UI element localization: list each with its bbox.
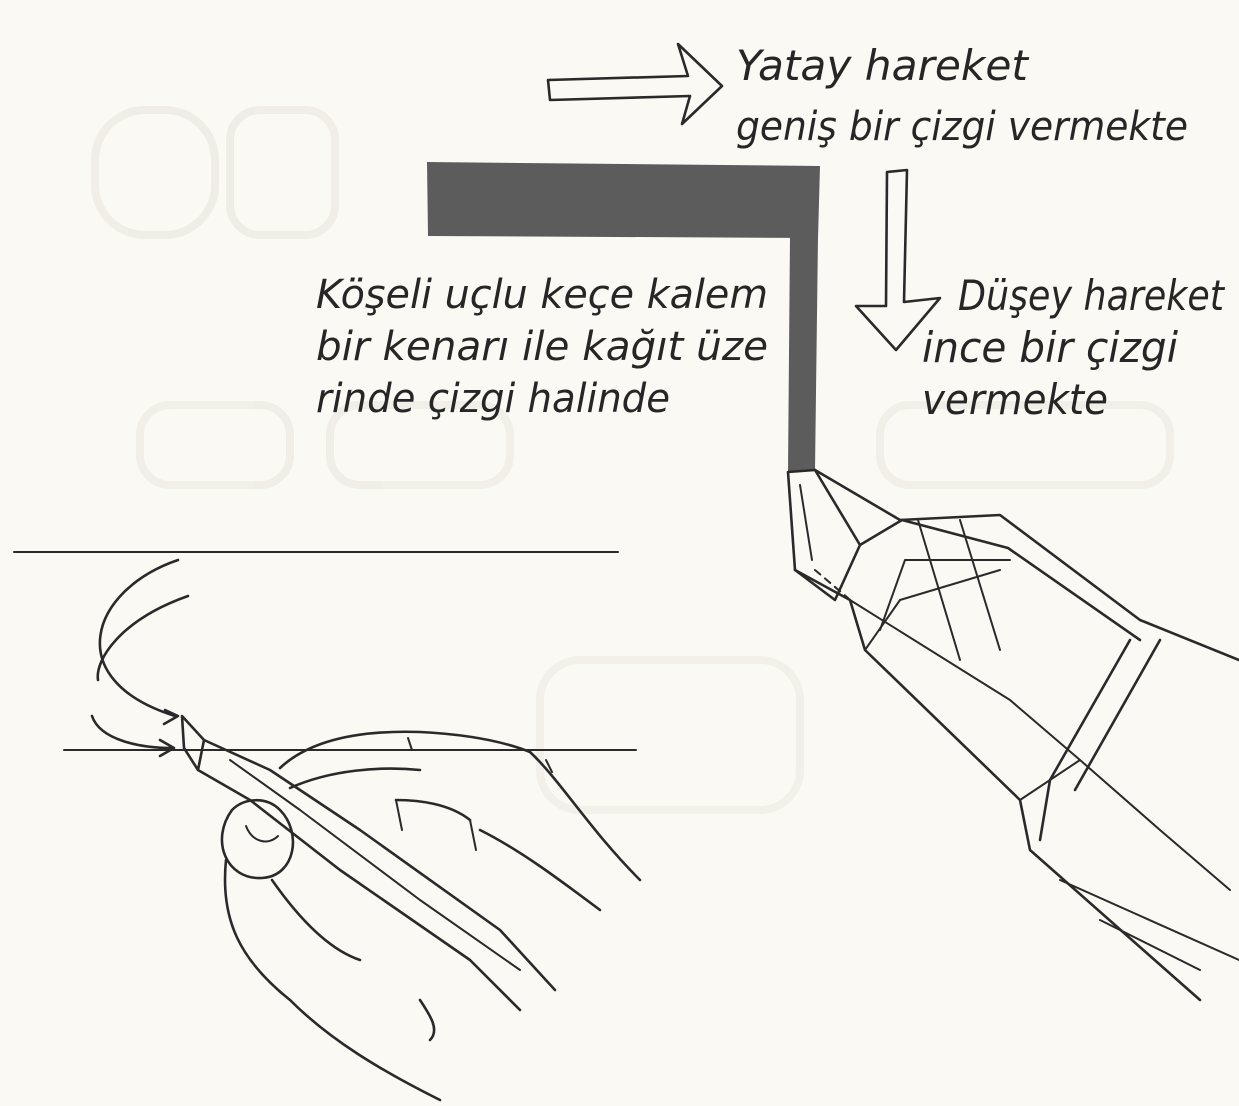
vertical-thin-stroke (788, 236, 818, 472)
vertical-label-line3: vermekte (922, 375, 1108, 424)
pen-label-line3: rinde çizgi halinde (316, 376, 670, 422)
right-arrow-icon (548, 44, 722, 124)
pen-description-label: Köşeli uçlu keçe kalem bir kenarı ile ka… (316, 272, 768, 422)
pen-label-line2: bir kenarı ile kağıt üze (316, 324, 768, 370)
hand-icon (182, 716, 640, 1100)
horizontal-movement-label: Yatay hareket geniş bir çizgi vermekte (736, 41, 1188, 150)
horizontal-label-line1: Yatay hareket (736, 41, 1030, 90)
marker-pen-icon (788, 470, 1239, 1000)
vertical-movement-label: Düşey hareket ince bir çizgi vermekte (922, 271, 1225, 424)
horizontal-wide-stroke (427, 162, 820, 238)
vertical-label-line2: ince bir çizgi (922, 323, 1178, 372)
horizontal-label-line2: geniş bir çizgi vermekte (736, 104, 1188, 150)
pen-label-line1: Köşeli uçlu keçe kalem (316, 272, 768, 318)
curved-arrow-icon (92, 560, 188, 756)
vertical-label-line1: Düşey hareket (958, 271, 1225, 320)
